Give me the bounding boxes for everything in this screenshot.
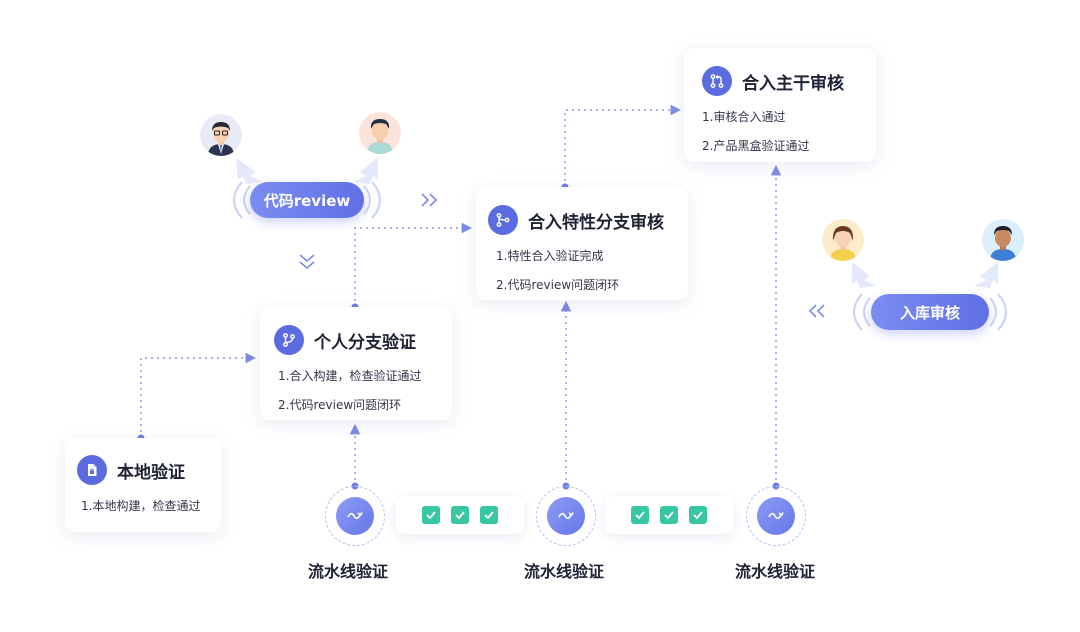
card-item: 1.本地构建，检查通过 — [81, 499, 201, 513]
local-card: 本地验证 1.本地构建，检查通过 — [65, 438, 221, 532]
code-review-pill: 代码review — [250, 182, 364, 218]
pipeline-label-3: 流水线验证 — [735, 562, 816, 581]
card-item: 1.审核合入通过 — [702, 110, 786, 124]
branch-merge-icon — [488, 205, 518, 235]
checks-group-2 — [605, 496, 733, 534]
card-item: 1.合入构建，检查验证通过 — [278, 369, 422, 383]
card-title: 合入主干审核 — [742, 73, 844, 94]
card-item: 2.代码review问题闭环 — [278, 398, 402, 412]
checks-group-1 — [396, 496, 524, 534]
check-icon — [689, 506, 707, 524]
pipeline-flow-icon — [558, 512, 574, 520]
reviewer-avatar-4 — [982, 219, 1024, 261]
feature-branch-card: 合入特性分支审核 1.特性合入验证完成 2.代码review问题闭环 — [476, 187, 688, 300]
pipeline-label-1: 流水线验证 — [308, 562, 389, 581]
connector-local-to-personal — [140, 352, 257, 438]
avatar-arrows — [236, 157, 998, 288]
signal-waves-icon — [233, 181, 251, 219]
chevron-right-icon — [421, 193, 438, 207]
pipeline-node-1 — [325, 486, 385, 546]
pipeline-flow-icon — [347, 512, 363, 520]
check-icon — [451, 506, 469, 524]
pipeline-node-2 — [536, 486, 596, 546]
pipeline-node-3 — [746, 486, 806, 546]
document-icon — [77, 455, 107, 485]
card-item: 1.特性合入验证完成 — [496, 249, 604, 263]
merge-trunk-card: 合入主干审核 1.审核合入通过 2.产品黑盒验证通过 — [684, 48, 876, 162]
signal-waves-icon — [989, 293, 1007, 331]
signal-waves-icon — [853, 293, 871, 331]
card-title: 本地验证 — [117, 462, 185, 483]
storage-review-pill: 入库审核 — [871, 294, 989, 330]
card-title: 个人分支验证 — [314, 332, 416, 353]
connector-feature-to-trunk — [564, 104, 682, 187]
card-item: 2.代码review问题闭环 — [496, 278, 620, 292]
reviewer-avatar-1 — [200, 114, 242, 156]
personal-branch-card: 个人分支验证 1.合入构建，检查验证通过 2.代码review问题闭环 — [260, 307, 452, 420]
chevron-left-icon — [808, 304, 825, 318]
pipeline-flow-icon — [768, 512, 784, 520]
reviewer-avatar-2 — [359, 112, 401, 154]
code-review-stage: 代码review — [222, 180, 392, 220]
check-icon — [480, 506, 498, 524]
card-item: 2.产品黑盒验证通过 — [702, 139, 810, 153]
signal-waves-icon — [363, 181, 381, 219]
pipeline-label-2: 流水线验证 — [524, 562, 605, 581]
git-branch-icon — [274, 325, 304, 355]
storage-review-stage: 入库审核 — [842, 292, 1018, 332]
connector-personal-to-feature — [354, 222, 473, 307]
pull-request-icon — [702, 66, 732, 96]
check-icon — [660, 506, 678, 524]
card-title: 合入特性分支审核 — [528, 212, 664, 233]
check-icon — [422, 506, 440, 524]
reviewer-avatar-3 — [822, 219, 864, 261]
chevron-down-icon — [299, 254, 315, 270]
check-icon — [631, 506, 649, 524]
